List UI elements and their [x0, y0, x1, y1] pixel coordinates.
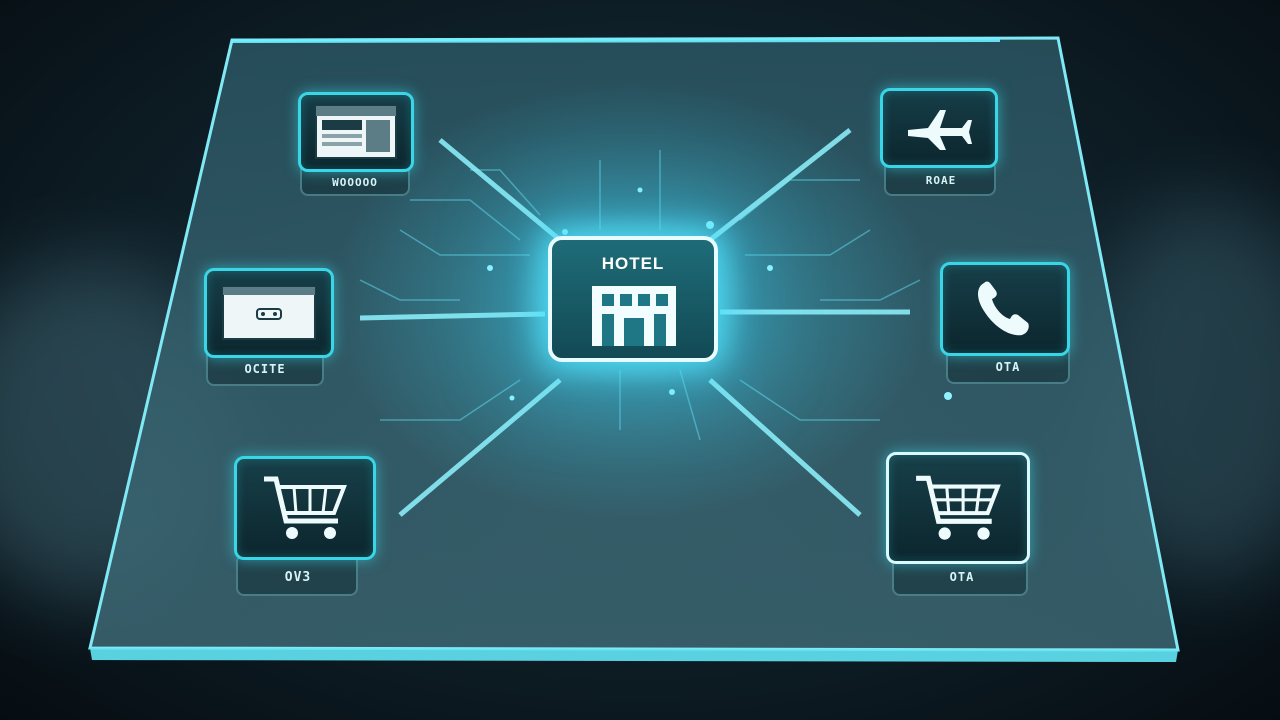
channel-top-left[interactable] — [298, 92, 414, 172]
browser-window-icon — [315, 105, 397, 159]
beam-mid-left — [359, 311, 546, 321]
channel-top-left-label: WOOOOO — [332, 176, 378, 189]
hub-title: HOTEL — [601, 254, 665, 273]
channel-bottom-left-label: OV3 — [284, 570, 312, 585]
shopping-cart-icon — [264, 476, 347, 539]
beam-top-right — [708, 128, 852, 242]
beam-bottom-left — [398, 378, 562, 517]
shopping-cart-icon — [916, 475, 1001, 540]
channel-mid-right-label: OTA — [995, 360, 1021, 374]
channel-mid-right[interactable] — [940, 262, 1070, 356]
channel-mid-left-label: OCITE — [244, 362, 286, 376]
panel-bottom-edge — [90, 648, 1178, 662]
channel-mid-left[interactable] — [204, 268, 334, 358]
phone-icon — [978, 281, 1029, 336]
channel-bottom-right[interactable] — [886, 452, 1030, 564]
card-window-icon — [222, 286, 316, 340]
airplane-icon — [908, 110, 972, 150]
channel-bottom-left[interactable] — [234, 456, 376, 560]
panel-top-edge — [231, 38, 1001, 43]
channel-bottom-right-label: OTA — [949, 570, 975, 584]
channel-top-right-label: ROAE — [925, 174, 957, 187]
hotel-hub[interactable]: HOTEL — [548, 236, 718, 362]
beam-bottom-right — [708, 378, 862, 517]
hotel-building-icon — [592, 286, 676, 346]
channel-bottom-left-base — [236, 554, 358, 596]
particles — [487, 187, 952, 401]
beam-top-left — [438, 138, 562, 242]
channel-top-right[interactable] — [880, 88, 998, 168]
